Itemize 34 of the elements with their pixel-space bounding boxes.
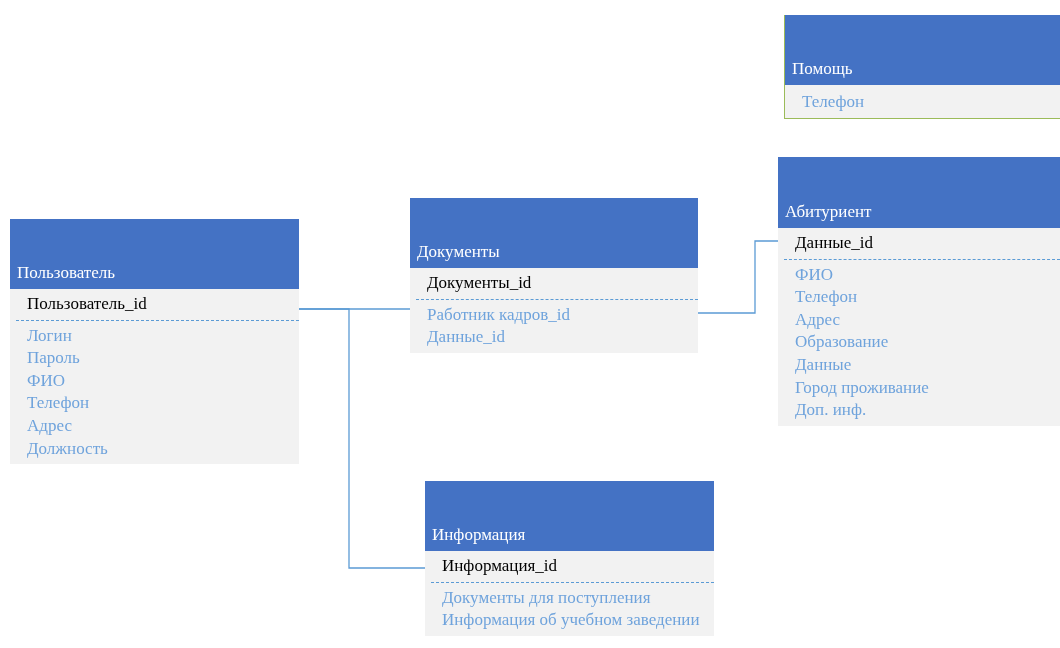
field-name: ФИО — [794, 263, 834, 286]
field-name: Телефон — [801, 91, 866, 113]
field-name: Работник кадров_id — [426, 303, 571, 326]
field-name: Логин — [26, 324, 73, 347]
field-name: Данные — [794, 353, 853, 376]
table-card — [410, 198, 698, 353]
field-name: Должность — [26, 437, 109, 460]
field-name: Телефон — [794, 286, 859, 309]
field-name: Документы для поступления — [441, 586, 652, 609]
field-name: Адрес — [794, 308, 841, 331]
field-name: Телефон — [26, 392, 91, 415]
field-name: Данные_id — [426, 326, 507, 349]
field-name: Доп. инф. — [794, 399, 868, 422]
key-field: Информация_id — [431, 555, 714, 583]
connector-line — [697, 240, 779, 314]
field-name: ФИО — [26, 369, 66, 392]
connector-line — [298, 308, 426, 569]
field-name: Образование — [794, 331, 890, 354]
table-header: Пользователь — [10, 219, 299, 289]
key-field: Документы_id — [416, 272, 698, 300]
table-header: Документы — [410, 198, 698, 268]
field-name: Город проживание — [794, 376, 930, 399]
table-header: Информация — [425, 481, 714, 551]
key-field: Данные_id — [784, 232, 1060, 260]
table-card — [10, 219, 299, 465]
field-name: Адрес — [26, 414, 73, 437]
field-name: Информация об учебном заведении — [441, 609, 701, 632]
table-card — [784, 15, 1060, 119]
field-name: Пароль — [26, 347, 81, 370]
key-field: Пользователь_id — [16, 293, 299, 321]
table-card — [778, 157, 1060, 426]
table-card — [425, 481, 714, 636]
table-header: Абитуриент — [778, 157, 1060, 228]
table-header: Помощь — [785, 15, 1060, 85]
